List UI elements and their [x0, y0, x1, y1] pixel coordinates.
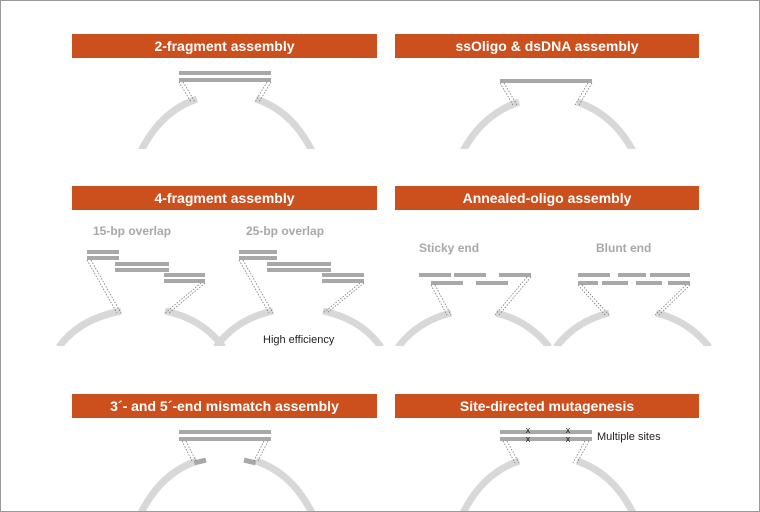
diagram-annealed-blunt: [553, 273, 712, 346]
banner-mismatch: 3´- and 5´-end mismatch assembly: [72, 394, 377, 418]
banner-mutagenesis: Site-directed mutagenesis: [395, 394, 699, 418]
overlap-lines-left: [178, 81, 196, 103]
plasmid-arc-right: [322, 307, 384, 346]
fragment-strand-bottom: [179, 437, 271, 441]
mutation-mark-1a: x: [526, 425, 531, 435]
overlap-lines-left: [499, 82, 518, 106]
plasmid-arc-left: [460, 98, 521, 149]
diagram-mismatch: [138, 430, 315, 511]
fragments: [239, 250, 364, 283]
overlap-lines-right: [574, 82, 593, 106]
fragment-strand-bottom: [179, 78, 271, 82]
banner-annealed-oligo: Annealed-oligo assembly: [395, 186, 699, 210]
plasmid-arc-right: [655, 309, 712, 346]
diagram-four-fragment-25bp: [213, 250, 384, 346]
oligo-strand: [500, 79, 592, 83]
plasmid-arc-right: [164, 307, 226, 346]
mutant-strand-bottom: [500, 437, 592, 441]
diagram-ssoligo-dsdna: [460, 79, 636, 149]
mutation-mark-2a: x: [566, 425, 571, 435]
plasmid-arc-left: [138, 95, 199, 149]
plasmid-arc-left: [460, 457, 521, 511]
note-high-efficiency: High efficiency: [263, 334, 335, 346]
overlap-lines: [577, 284, 691, 316]
plasmid-arc-right: [495, 309, 552, 346]
overlap-lines: [502, 440, 590, 464]
plasmid-arc-right: [575, 98, 636, 149]
diagram-annealed-sticky: [395, 273, 552, 346]
fragment-strand-top: [179, 71, 271, 75]
plasmid-arc-right: [254, 457, 315, 511]
fragment-strand-top: [179, 430, 271, 434]
note-multiple-sites: Multiple sites: [597, 431, 661, 443]
overlap-lines-right: [254, 81, 272, 103]
banner-ssoligo-dsdna: ssOligo & dsDNA assembly: [395, 34, 699, 58]
label-15bp-overlap: 15-bp overlap: [93, 224, 172, 238]
mutant-strand-top: [500, 430, 592, 434]
label-sticky-end: Sticky end: [419, 241, 480, 255]
mutation-marks: x x x x: [526, 425, 571, 444]
label-25bp-overlap: 25-bp overlap: [246, 224, 325, 238]
diagram-two-fragment: [138, 71, 315, 149]
banner-two-fragment: 2-fragment assembly: [72, 34, 377, 58]
diagram-mutagenesis: x x x x: [460, 425, 636, 511]
mismatch-end-right: [243, 457, 257, 466]
plasmid-arc-left: [138, 457, 199, 511]
blunt-oligos: [578, 273, 690, 285]
banner-four-fragment: 4-fragment assembly: [72, 186, 377, 210]
plasmid-arc-left: [395, 309, 452, 346]
label-blunt-end: Blunt end: [596, 241, 652, 255]
overlap-lines: [181, 440, 269, 462]
plasmid-arc-left: [213, 307, 274, 346]
plasmid-arc-left: [56, 307, 122, 346]
diagram-four-fragment-15bp: [56, 250, 226, 346]
plasmid-arc-left: [553, 309, 610, 346]
mutation-mark-1b: x: [526, 434, 531, 444]
overlap-lines: [430, 276, 532, 316]
mismatch-end-left: [193, 457, 207, 466]
plasmid-arc-right: [254, 95, 315, 149]
sticky-oligos: [419, 273, 531, 285]
plasmid-arc-right: [575, 457, 636, 511]
overlap-lines: [86, 259, 206, 314]
fragments: [87, 250, 205, 283]
overlap-lines: [238, 259, 365, 314]
mutation-mark-2b: x: [566, 434, 571, 444]
